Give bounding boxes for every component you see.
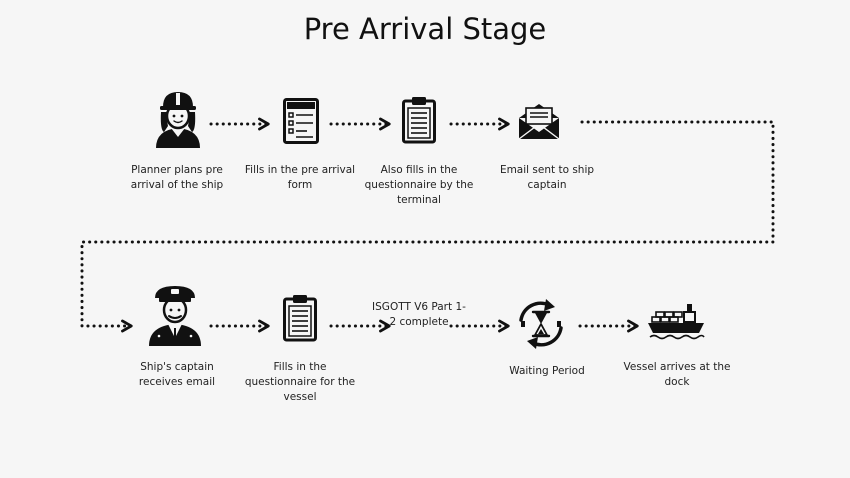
- step-label-vessel-questionnaire: Fills in the questionnaire for the vesse…: [244, 361, 356, 403]
- envelope-icon: [518, 104, 560, 140]
- step-label-waiting-period: Waiting Period: [509, 365, 585, 377]
- hourglass-cycle-icon: [519, 299, 563, 349]
- step-label-isgott: ISGOTT V6 Part 1-2 complete: [372, 301, 466, 328]
- arrow-4-5-wrap: [80, 120, 775, 326]
- clipboard-icon: [402, 97, 436, 144]
- step-label-terminal-questionnaire: Also fills in the questionnaire by the t…: [364, 164, 474, 206]
- step-label-captain-receives: Ship's captain receives email: [138, 361, 216, 388]
- cargo-ship-icon: [648, 304, 705, 340]
- step-label-planner: Planner plans pre arrival of the ship: [130, 164, 224, 191]
- step-label-pre-arrival-form: Fills in the pre arrival form: [244, 164, 356, 191]
- step-label-vessel-arrives: Vessel arrives at the dock: [623, 361, 731, 388]
- form-icon: [283, 98, 319, 144]
- captain-icon: [149, 286, 201, 346]
- planner-hardhat-icon: [156, 92, 200, 148]
- page-title: Pre Arrival Stage: [303, 12, 547, 46]
- step-label-email-sent: Email sent to ship captain: [499, 164, 595, 191]
- clipboard-icon: [283, 295, 317, 342]
